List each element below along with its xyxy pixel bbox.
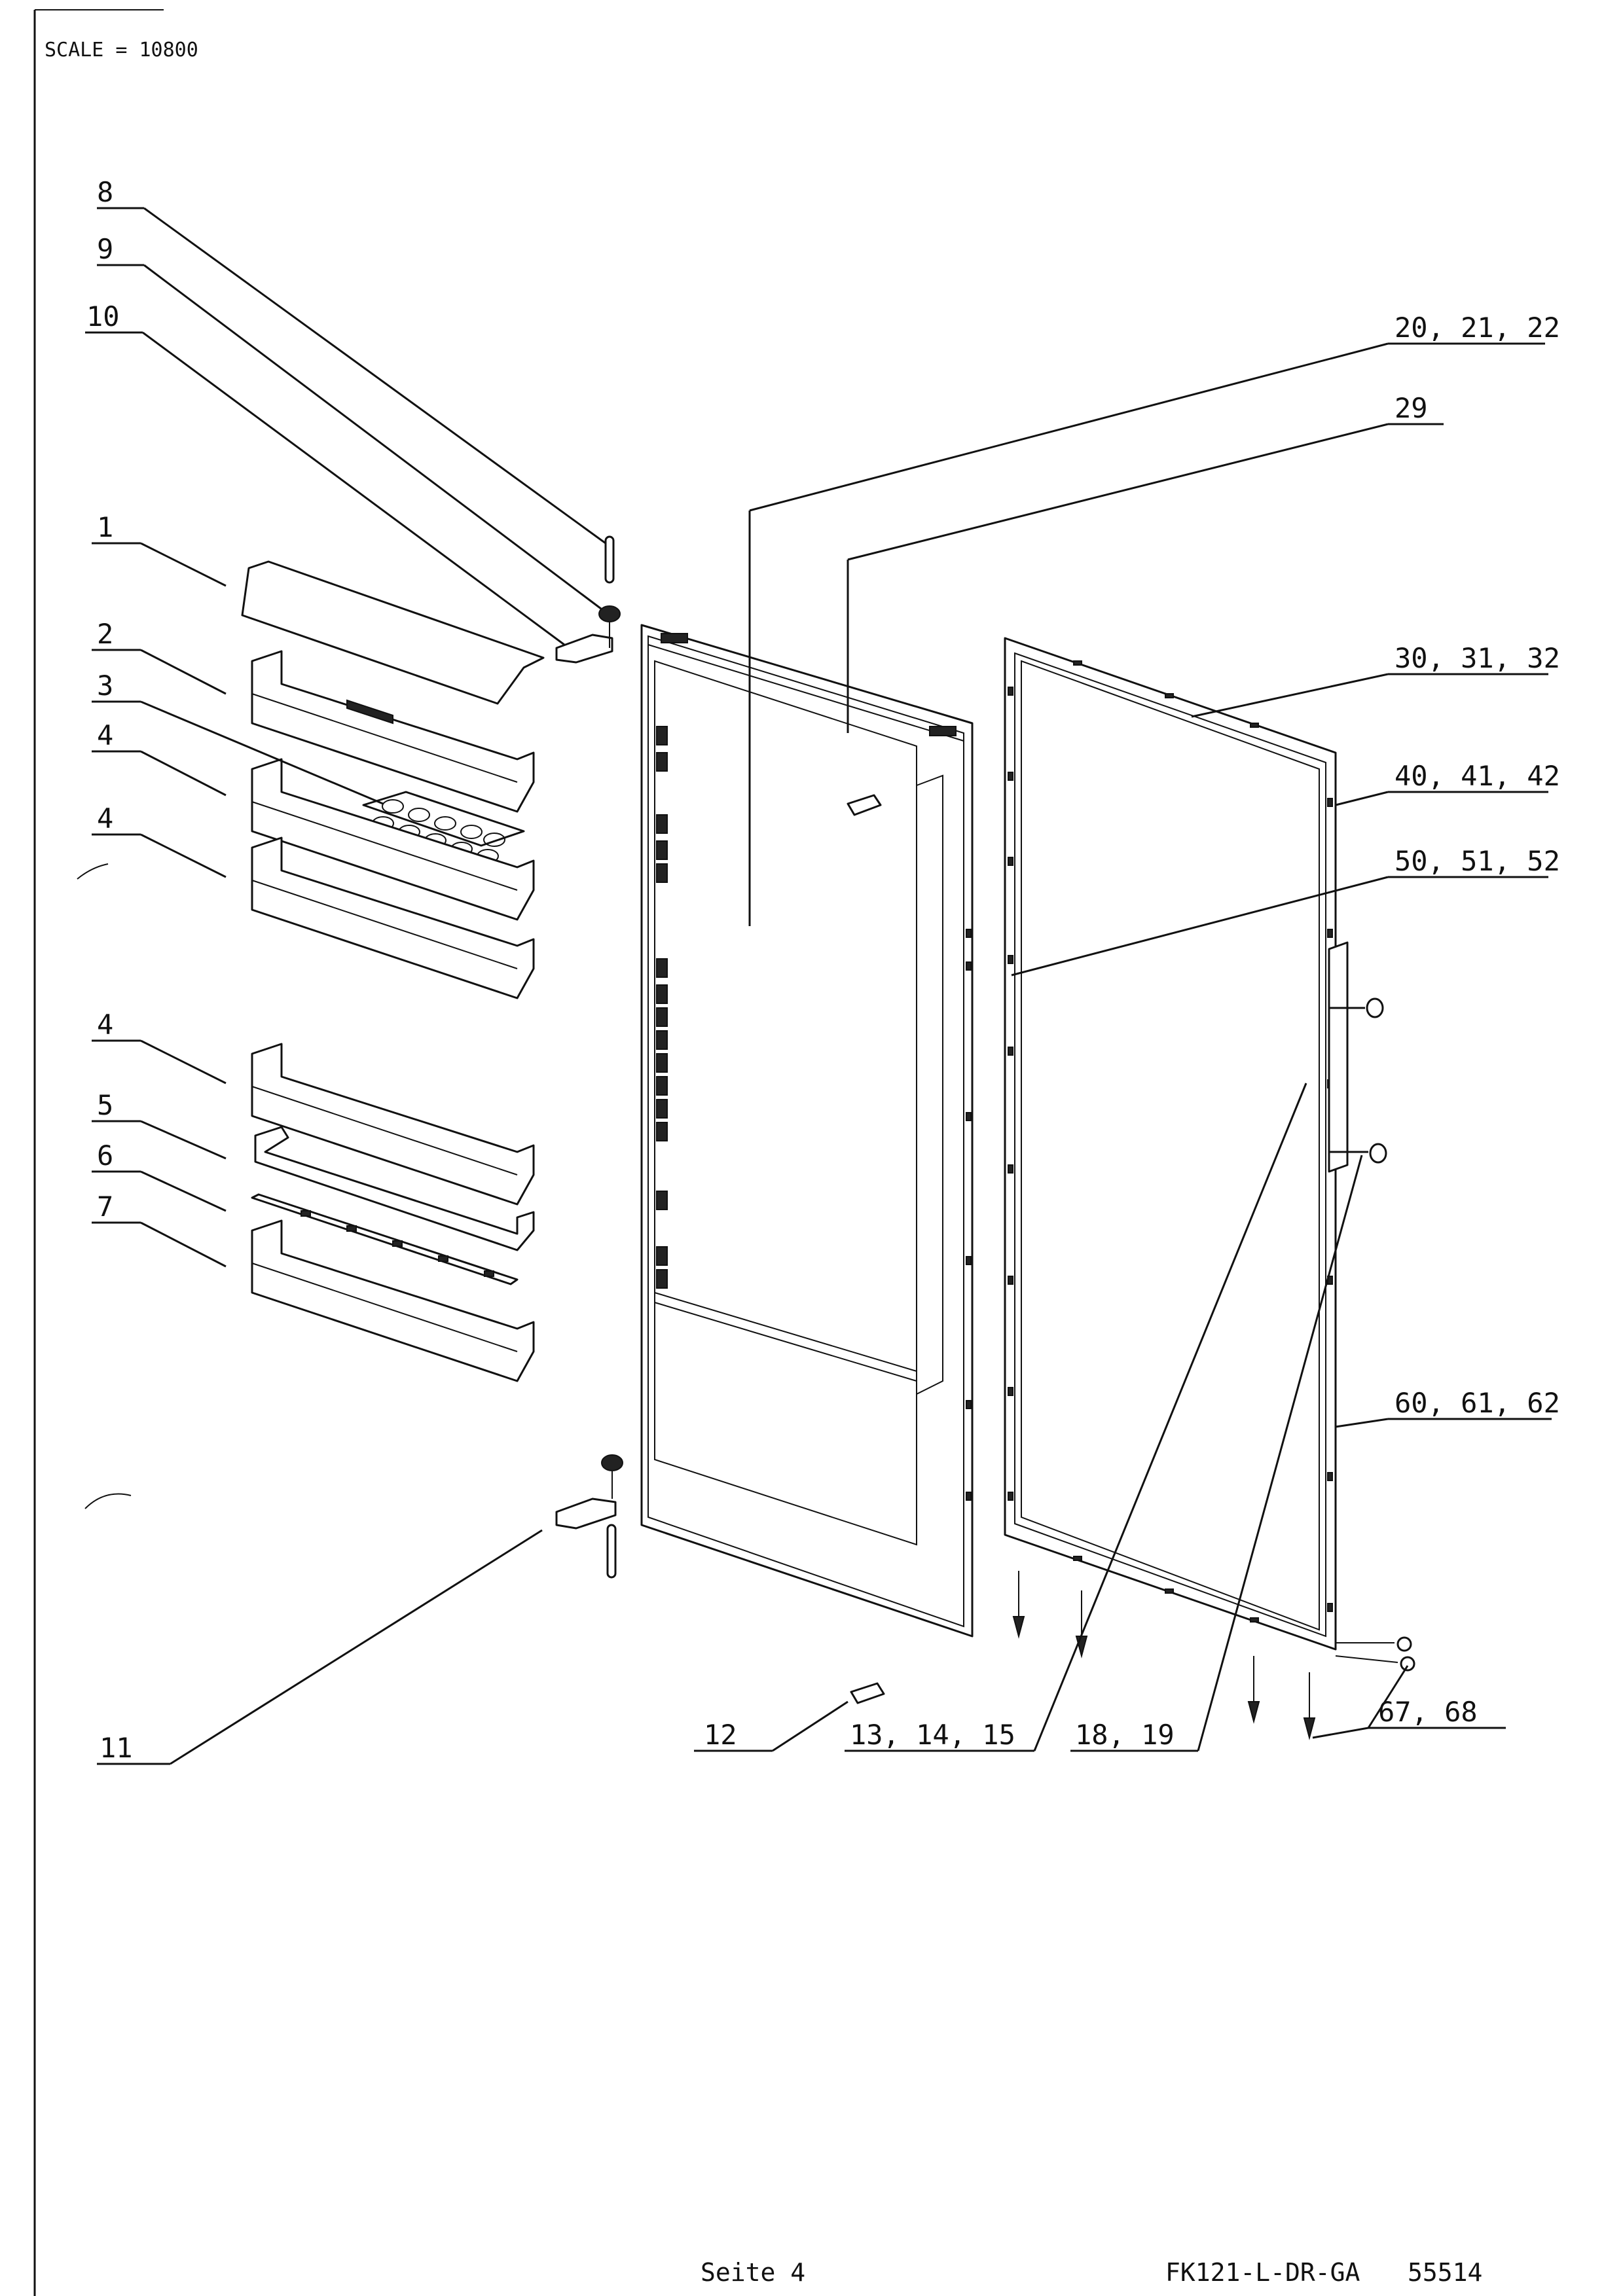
bottle-holder-bar	[251, 1193, 519, 1285]
callout-11: 11	[100, 1732, 133, 1764]
shelf-tray-4a	[251, 758, 535, 921]
callout-7: 7	[97, 1191, 113, 1223]
model-label: FK121-L-DR-GA	[1165, 2258, 1360, 2287]
handle-screws	[1329, 997, 1387, 1164]
callout-10: 10	[86, 300, 120, 332]
stop-clip-lower	[850, 1682, 885, 1704]
scale-label: SCALE = 10800	[45, 39, 198, 62]
shelf-lid	[241, 560, 545, 705]
callout-30-31-32: 30, 31, 32	[1395, 642, 1560, 674]
callout-8: 8	[97, 176, 113, 208]
callout-6: 6	[97, 1139, 113, 1172]
door-inner-panel	[640, 624, 974, 1638]
callout-4a: 4	[97, 719, 113, 751]
bottle-retainer	[254, 1126, 535, 1251]
callout-2: 2	[97, 618, 113, 650]
callout-4b: 4	[97, 802, 113, 834]
callout-18-19: 18, 19	[1075, 1719, 1175, 1751]
door-handle	[1328, 941, 1349, 1173]
callout-5: 5	[97, 1089, 113, 1121]
callout-3: 3	[97, 670, 113, 702]
callout-12: 12	[704, 1719, 737, 1751]
shelf-tray-4b	[251, 836, 535, 999]
callout-9: 9	[97, 233, 113, 265]
door-gasket-frame	[1004, 637, 1337, 1651]
stray-mark-1	[77, 863, 109, 880]
callout-50-51-52: 50, 51, 52	[1395, 845, 1560, 877]
callout-40-41-42: 40, 41, 42	[1395, 760, 1560, 792]
stray-mark-2	[84, 1493, 132, 1509]
callout-20-21-22: 20, 21, 22	[1395, 312, 1560, 344]
page-label: Seite 4	[701, 2258, 805, 2287]
leader-lines	[85, 207, 1552, 1765]
hinge-top	[555, 535, 621, 664]
shelf-tray-2	[251, 650, 535, 813]
callout-13-14-15: 13, 14, 15	[850, 1719, 1015, 1751]
shelf-tray-4c	[251, 1043, 535, 1206]
callout-29: 29	[1395, 392, 1428, 424]
hinge-bottom	[555, 1454, 623, 1579]
document-number: 55514	[1408, 2258, 1482, 2287]
stop-clip-upper	[847, 794, 882, 816]
callout-4c: 4	[97, 1009, 113, 1041]
shelf-tray-7	[251, 1219, 535, 1382]
callout-60-61-62: 60, 61, 62	[1395, 1387, 1560, 1419]
callout-1: 1	[97, 511, 113, 543]
callout-67-68: 67, 68	[1378, 1696, 1478, 1728]
